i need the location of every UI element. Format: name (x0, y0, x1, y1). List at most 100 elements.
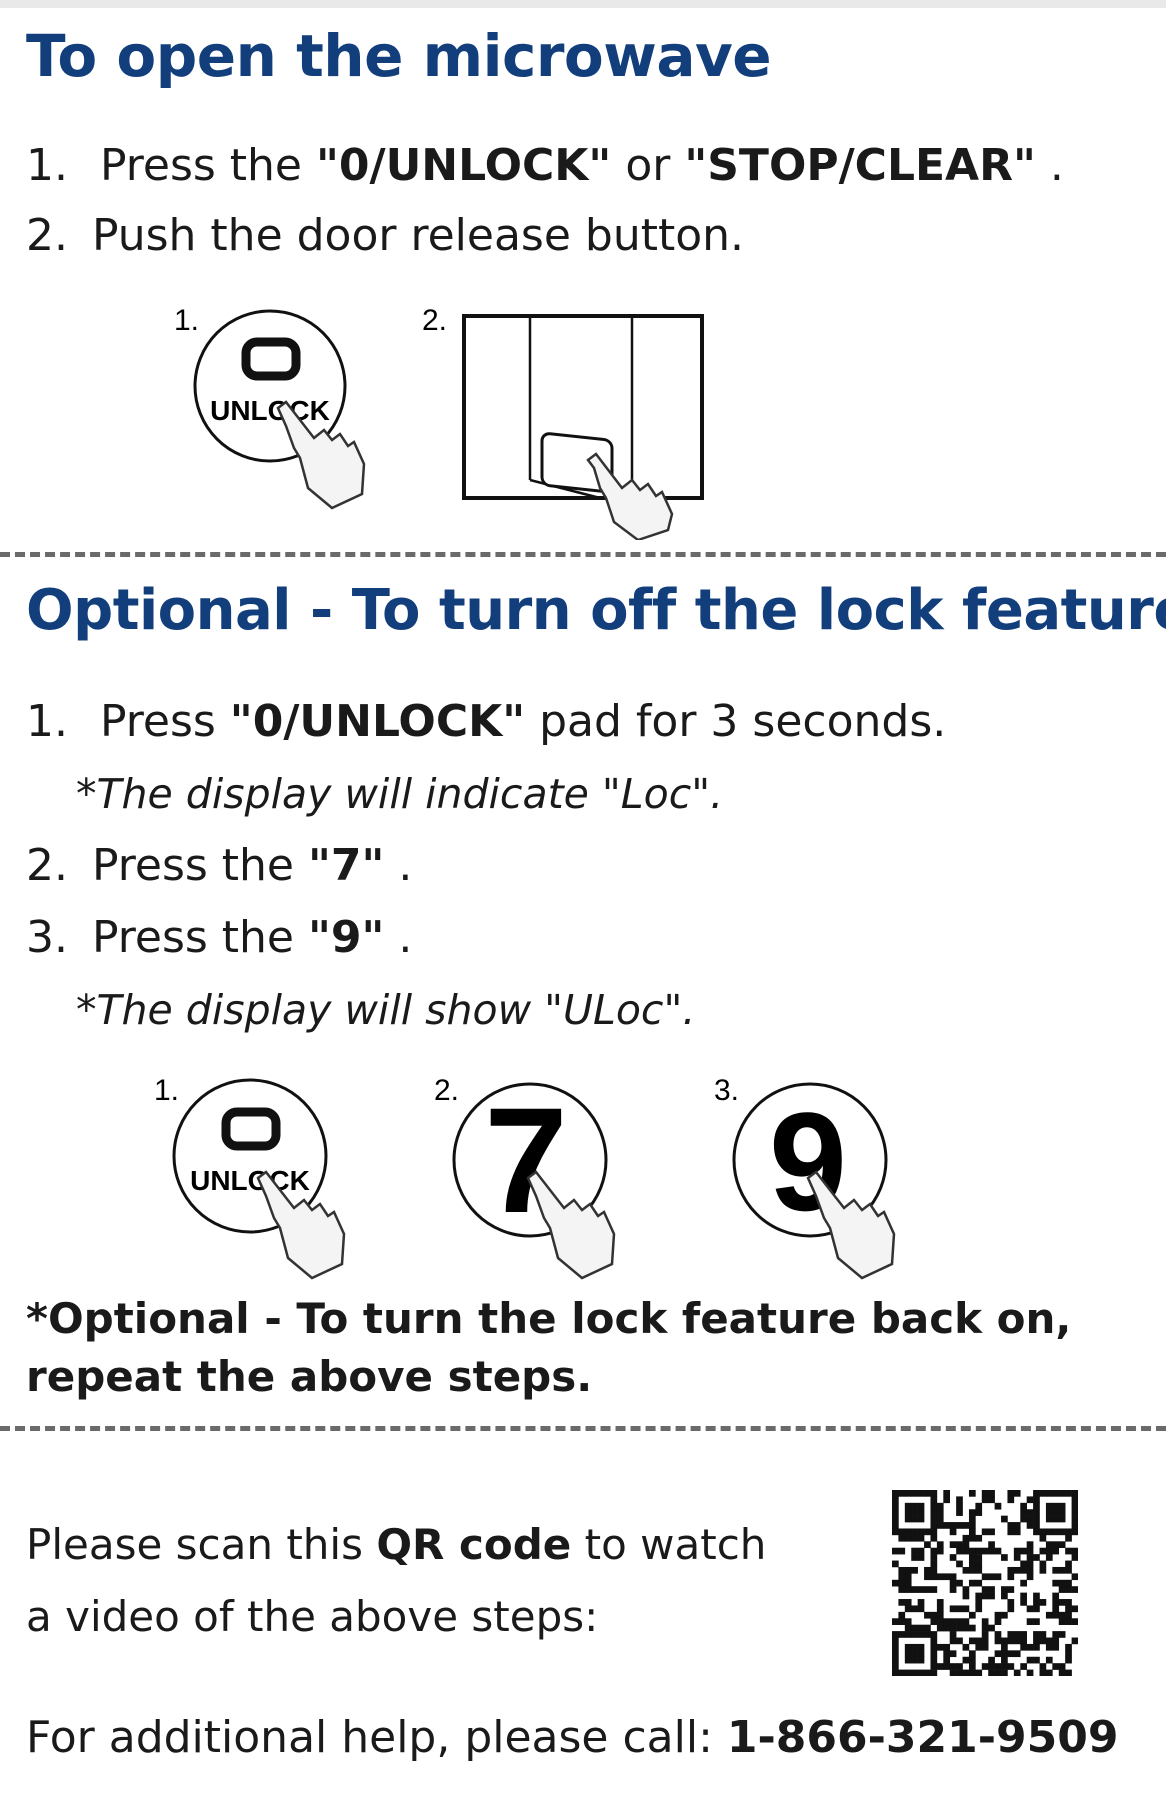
qr-module (892, 1560, 899, 1568)
qr-module (962, 1522, 970, 1529)
step-text: . (384, 912, 413, 963)
qr-module (917, 1624, 925, 1632)
qr-module (981, 1624, 989, 1632)
qr-module (1052, 1490, 1060, 1497)
qr-module (988, 1528, 995, 1536)
qr-module (1045, 1547, 1053, 1555)
step-text: Press the (91, 840, 308, 891)
qr-module (892, 1515, 899, 1523)
qr-module (1001, 1586, 1008, 1593)
qr-module (892, 1579, 899, 1587)
qr-module (988, 1573, 995, 1581)
qr-module (968, 1566, 976, 1574)
qr-module (1045, 1554, 1053, 1561)
qr-module (892, 1656, 899, 1664)
qr-module (988, 1586, 995, 1593)
qr-module (1071, 1637, 1078, 1645)
qr-module (1026, 1560, 1034, 1568)
qr-module (1026, 1618, 1034, 1625)
qr-module (981, 1631, 989, 1638)
qr-module (1052, 1566, 1060, 1574)
qr-module (917, 1554, 925, 1561)
qr-module (892, 1663, 899, 1670)
qr-module (1007, 1566, 1015, 1574)
qr-module (904, 1509, 912, 1516)
qr-module (904, 1656, 912, 1664)
step-number: 2. (26, 210, 68, 261)
qr-module (1071, 1605, 1078, 1613)
qr-module (904, 1528, 912, 1536)
qr-module (1001, 1669, 1008, 1676)
qr-module (904, 1586, 912, 1593)
qr-code-label: QR code (376, 1520, 572, 1569)
repeat-note-line-2: repeat the above steps. (26, 1352, 593, 1401)
qr-module (1052, 1509, 1060, 1516)
qr-module (949, 1624, 957, 1632)
qr-module (930, 1637, 938, 1645)
qr-module (1065, 1611, 1072, 1619)
qr-module (956, 1547, 963, 1555)
qr-code-icon[interactable] (892, 1490, 1078, 1676)
qr-module (968, 1579, 976, 1587)
qr-module (904, 1566, 912, 1574)
qr-module (1058, 1490, 1066, 1497)
qr-module (1033, 1643, 1040, 1651)
pointing-hand-icon (256, 1170, 346, 1280)
key-7-illustration: 2. 7 (434, 1074, 616, 1280)
qr-module (1052, 1515, 1060, 1523)
qr-module (1058, 1502, 1066, 1510)
qr-module (1007, 1573, 1015, 1581)
qr-module (968, 1534, 976, 1542)
qr-module (1026, 1669, 1034, 1676)
qr-module (1058, 1669, 1066, 1676)
qr-module (1045, 1528, 1053, 1536)
qr-module (904, 1534, 912, 1542)
qr-module (936, 1547, 944, 1555)
qr-module (981, 1490, 989, 1497)
qr-module (1026, 1573, 1034, 1581)
qr-module (1020, 1663, 1027, 1670)
qr-instruction-line-2: a video of the above steps: (26, 1592, 599, 1641)
qr-module (930, 1560, 938, 1568)
qr-module (930, 1554, 938, 1561)
qr-module (1033, 1496, 1040, 1504)
qr-module (1001, 1650, 1008, 1658)
qr-module (936, 1663, 944, 1670)
qr-module (1071, 1515, 1078, 1523)
qr-module (962, 1643, 970, 1651)
qr-module (892, 1631, 899, 1638)
qr-module (924, 1586, 931, 1593)
qr-module (1045, 1515, 1053, 1523)
qr-module (904, 1579, 912, 1587)
qr-module (1052, 1611, 1060, 1619)
qr-module (911, 1502, 918, 1510)
phone-number-link[interactable]: 1-866-321-9509 (726, 1712, 1119, 1763)
qr-module (956, 1509, 963, 1516)
qr-module (968, 1522, 976, 1529)
qr-module (892, 1650, 899, 1658)
qr-module (917, 1650, 925, 1658)
qr-module (1020, 1547, 1027, 1555)
qr-module (1001, 1611, 1008, 1619)
qr-module (1071, 1509, 1078, 1516)
qr-module (924, 1541, 931, 1549)
qr-module (1020, 1509, 1027, 1516)
step-text: Press the (99, 140, 316, 191)
qr-module (1065, 1669, 1072, 1676)
qr-module (1045, 1643, 1053, 1651)
qr-module (1001, 1592, 1008, 1600)
qr-module (988, 1663, 995, 1670)
qr-module (911, 1624, 918, 1632)
qr-module (1058, 1515, 1066, 1523)
top-edge (0, 0, 1166, 8)
qr-module (956, 1541, 963, 1549)
zero-key-icon (221, 1107, 281, 1151)
qr-module (898, 1669, 906, 1676)
qr-module (949, 1541, 957, 1549)
qr-module (1039, 1663, 1047, 1670)
qr-module (924, 1566, 931, 1574)
qr-module (930, 1663, 938, 1670)
qr-module (917, 1502, 925, 1510)
qr-module (962, 1656, 970, 1664)
qr-module (1039, 1528, 1047, 1536)
